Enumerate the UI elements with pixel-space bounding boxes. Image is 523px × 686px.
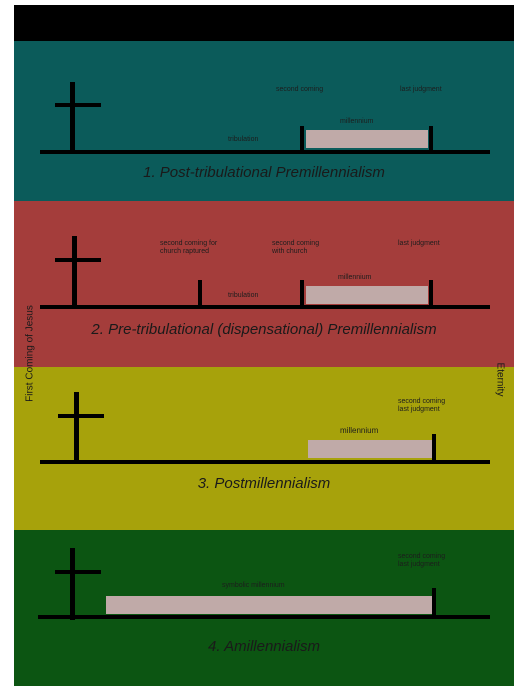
label-second-coming-for-church: second coming for church raptured xyxy=(160,240,218,255)
panel-3-title: 3. Postmillennialism xyxy=(197,475,331,492)
panel-1-title: 1. Post-tribulational Premillennialism xyxy=(143,164,385,181)
second-coming-marker-2 xyxy=(300,280,304,307)
label-tribulation-1: tribulation xyxy=(228,136,259,143)
rapture-marker-2 xyxy=(198,280,202,307)
label-second-coming-last-judgment-3: second coming last judgment xyxy=(398,398,446,413)
panel-2-title: 2. Pre-tribulational (dispensational) Pr… xyxy=(91,321,437,338)
panel-3 xyxy=(14,367,514,530)
second-coming-marker-1 xyxy=(300,126,304,152)
label-millennium-2: millennium xyxy=(338,274,372,281)
millennium-period-3 xyxy=(308,440,432,458)
symbolic-millennium-period xyxy=(106,596,432,614)
side-label-first-coming: First Coming of Jesus xyxy=(24,305,36,402)
label-millennium-3: millennium xyxy=(340,426,379,435)
second-coming-marker-3 xyxy=(432,434,436,462)
millennium-period-1 xyxy=(306,130,428,148)
timeline-2 xyxy=(40,305,490,309)
side-label-eternity: Eternity xyxy=(494,362,506,397)
label-second-coming-with-church: second coming with church xyxy=(272,240,320,255)
last-judgment-marker-2 xyxy=(429,280,433,307)
last-judgment-marker-1 xyxy=(429,126,433,152)
millennium-period-2 xyxy=(306,286,428,304)
panel-4-title: 4. Amillennialism xyxy=(208,638,320,655)
label-last-judgment-1: last judgment xyxy=(400,86,442,93)
label-second-coming-1: second coming xyxy=(276,86,324,93)
second-coming-marker-4 xyxy=(432,588,436,616)
label-last-judgment-2: last judgment xyxy=(398,240,440,247)
timeline-3 xyxy=(40,460,490,464)
timeline-1 xyxy=(40,150,490,154)
label-millennium-1: millennium xyxy=(340,118,374,125)
panel-1 xyxy=(14,41,514,201)
label-symbolic-millennium: symbolic millennium xyxy=(222,582,285,589)
label-second-coming-last-judgment-4: second coming last judgment xyxy=(398,553,446,568)
panel-2 xyxy=(14,201,514,367)
timeline-4 xyxy=(38,615,490,619)
label-tribulation-2: tribulation xyxy=(228,292,259,299)
top-bar xyxy=(14,5,514,41)
